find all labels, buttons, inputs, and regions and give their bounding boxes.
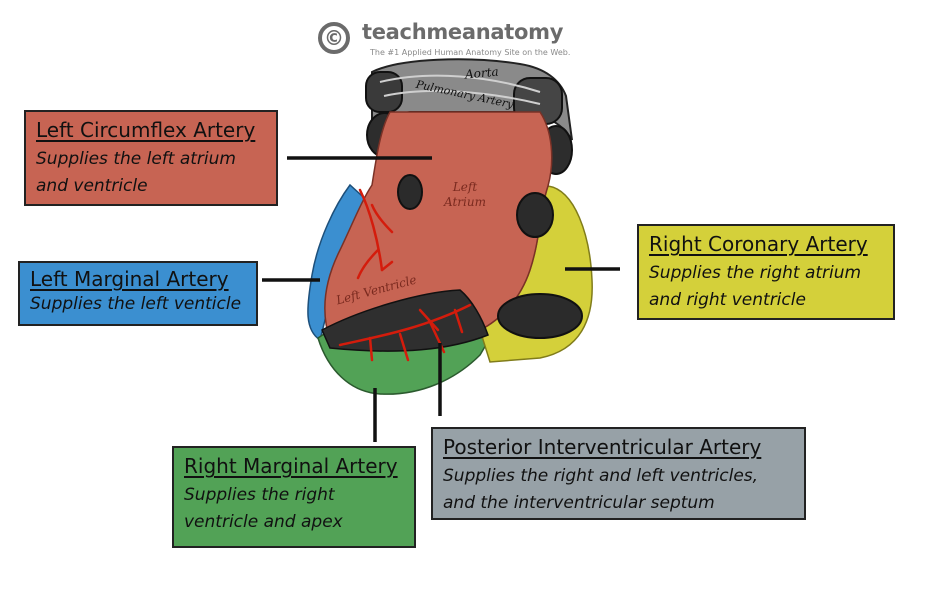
callout-title: Right Marginal Artery	[184, 454, 398, 478]
callout-description-line: Supplies the right atrium	[649, 263, 862, 283]
aorta-label: Aorta	[464, 64, 500, 82]
left-marginal-callout: Left Marginal Artery Supplies the left v…	[18, 261, 258, 326]
red-vessels	[338, 188, 472, 362]
callout-description-line: Supplies the left venticle	[30, 294, 242, 314]
connector-lines	[262, 156, 620, 442]
callout-title: Posterior Interventricular Artery	[443, 435, 762, 459]
left-atrium-label: Left Atrium	[444, 180, 486, 209]
callout-title: Left Marginal Artery	[30, 267, 229, 291]
callout-title: Left Circumflex Artery	[36, 118, 256, 142]
callout-description-line: Supplies the right	[184, 485, 335, 505]
callout-description-line: and the interventricular septum	[443, 493, 715, 513]
watermark-tagline: The #1 Applied Human Anatomy Site on the…	[370, 48, 571, 57]
callout-description-line: Supplies the right and left ventricles,	[443, 466, 759, 486]
copyright-icon: ©	[318, 22, 350, 54]
right-marginal-callout: Right Marginal Artery Supplies the right…	[172, 446, 416, 548]
callout-title: Right Coronary Artery	[649, 232, 868, 256]
posterior-interventricular-callout: Posterior Interventricular Artery Suppli…	[431, 427, 806, 520]
callout-description-line: and ventricle	[36, 176, 148, 196]
callout-description-line: ventricle and apex	[184, 512, 343, 532]
right-coronary-callout: Right Coronary Artery Supplies the right…	[637, 224, 895, 320]
teachmeanatomy-watermark: © teachmeanatomy The #1 Applied Human An…	[318, 20, 618, 70]
callout-description-line: Supplies the left atrium	[36, 149, 236, 169]
watermark-name: teachmeanatomy	[362, 20, 564, 44]
left-circumflex-callout: Left Circumflex Artery Supplies the left…	[24, 110, 278, 206]
callout-description-line: and right ventricle	[649, 290, 806, 310]
